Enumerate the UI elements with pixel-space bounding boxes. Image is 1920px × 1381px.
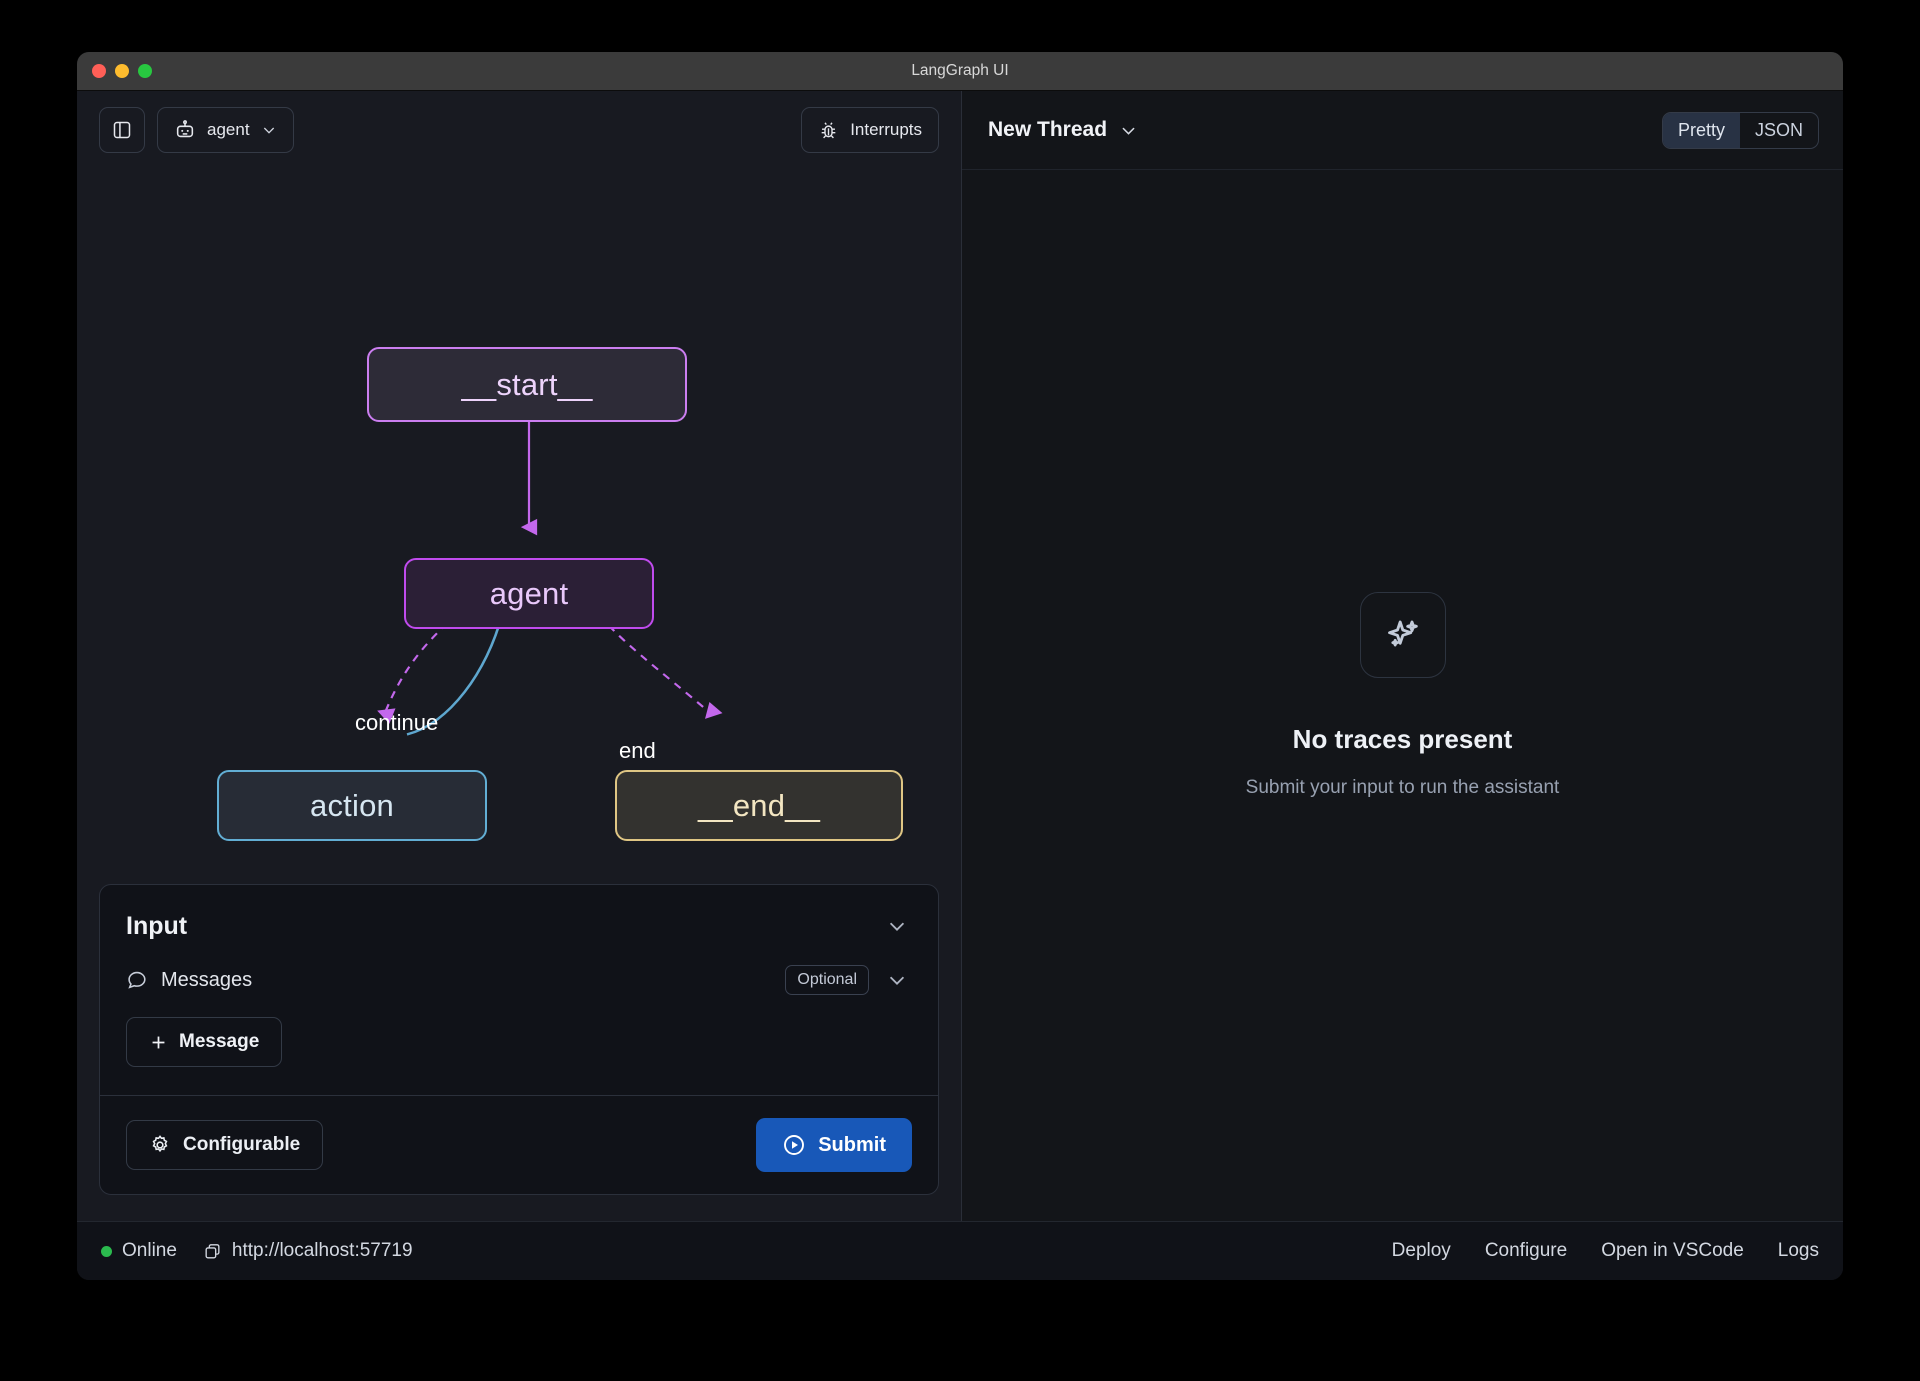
thread-selector-button[interactable]: New Thread — [986, 114, 1140, 146]
input-panel-footer: Configurable Submit — [100, 1095, 938, 1194]
body-split: agent — [77, 91, 1843, 1221]
panel-left-icon — [112, 120, 132, 140]
copy-icon[interactable] — [203, 1242, 222, 1261]
graph-node-action-label: action — [310, 787, 394, 823]
window-title: LangGraph UI — [911, 62, 1009, 79]
view-mode-pretty[interactable]: Pretty — [1662, 112, 1740, 148]
window-titlebar: LangGraph UI — [77, 52, 1843, 91]
empty-state-subtitle: Submit your input to run the assistant — [1245, 777, 1560, 798]
edge-action-to-agent — [406, 606, 515, 736]
graph-node-agent-label: agent — [489, 575, 569, 611]
graph-node-start-label: __start__ — [461, 366, 593, 402]
messages-field-label: Messages — [161, 968, 253, 991]
view-mode-toggle: Pretty JSON — [1661, 111, 1819, 149]
minimize-window-button[interactable] — [115, 64, 129, 78]
chevron-down-icon — [886, 915, 908, 937]
thread-label: New Thread — [988, 118, 1108, 141]
gear-icon — [149, 1134, 171, 1156]
chevron-down-icon — [261, 122, 277, 138]
assistant-label: agent — [207, 120, 250, 139]
empty-state-title: No traces present — [1292, 724, 1513, 754]
graph-node-start[interactable]: __start__ — [367, 347, 687, 422]
input-panel: Input Message — [99, 884, 939, 1195]
open-in-vscode-link[interactable]: Open in VSCode — [1601, 1240, 1744, 1261]
chevron-down-icon — [886, 969, 908, 991]
interrupts-button[interactable]: Interrupts — [801, 107, 939, 153]
optional-badge: Optional — [785, 965, 869, 995]
bug-icon — [818, 120, 839, 141]
configurable-label: Configurable — [183, 1134, 301, 1155]
submit-button[interactable]: Submit — [756, 1118, 912, 1172]
chevron-down-icon — [1119, 121, 1138, 140]
status-bar-right: Deploy Configure Open in VSCode Logs — [1392, 1240, 1819, 1262]
sparkles-icon — [1383, 615, 1423, 655]
online-status-label: Online — [122, 1240, 177, 1261]
right-toolbar: New Thread Pretty JSON — [962, 91, 1843, 170]
graph-canvas[interactable]: __start__ agent action __end__ continue … — [77, 169, 961, 884]
maximize-window-button[interactable] — [138, 64, 152, 78]
traffic-lights — [92, 64, 152, 78]
configure-link[interactable]: Configure — [1484, 1240, 1568, 1261]
submit-label: Submit — [818, 1133, 886, 1156]
messages-field-row: Messages Optional — [100, 941, 938, 995]
online-status: Online — [101, 1240, 177, 1262]
graph-node-agent[interactable]: agent — [404, 558, 654, 629]
graph-node-end[interactable]: __end__ — [615, 770, 903, 841]
plus-icon — [149, 1033, 168, 1052]
graph-node-end-label: __end__ — [697, 787, 821, 823]
interrupts-label: Interrupts — [850, 120, 922, 139]
view-mode-json[interactable]: JSON — [1740, 113, 1818, 148]
logs-link[interactable]: Logs — [1777, 1240, 1819, 1261]
status-bar-left: Online http://localhost:57719 — [101, 1240, 413, 1262]
message-circle-icon — [126, 969, 148, 991]
empty-state: No traces present Submit your input to r… — [962, 170, 1843, 1221]
add-message-wrapper: Message — [100, 995, 938, 1095]
server-url[interactable]: http://localhost:57719 — [203, 1240, 413, 1262]
server-url-label: http://localhost:57719 — [231, 1240, 413, 1261]
status-bar: Online http://localhost:57719 Deploy Con… — [77, 1221, 1843, 1280]
add-message-button[interactable]: Message — [126, 1017, 283, 1067]
left-pane: agent — [77, 91, 962, 1221]
input-panel-header: Input — [100, 885, 938, 941]
online-status-dot — [101, 1245, 112, 1257]
deploy-link[interactable]: Deploy — [1391, 1240, 1451, 1261]
configurable-button[interactable]: Configurable — [126, 1120, 324, 1170]
play-circle-icon — [782, 1133, 806, 1157]
right-pane: New Thread Pretty JSON — [962, 91, 1843, 1221]
graph-node-action[interactable]: action — [217, 770, 487, 841]
messages-collapse-button[interactable] — [882, 965, 912, 995]
app-window: LangGraph UI — [77, 52, 1843, 1280]
edge-label-end: end — [619, 738, 656, 763]
edge-agent-to-action — [377, 602, 470, 724]
input-panel-title: Input — [126, 911, 188, 940]
bot-icon — [174, 119, 196, 141]
sidebar-toggle-button[interactable] — [99, 107, 145, 153]
close-window-button[interactable] — [92, 64, 106, 78]
left-toolbar: agent — [77, 91, 961, 169]
sparkles-icon-box — [1359, 592, 1446, 678]
add-message-label: Message — [179, 1031, 260, 1052]
assistant-selector-button[interactable]: agent — [157, 107, 294, 153]
input-panel-collapse-button[interactable] — [882, 911, 912, 941]
edge-label-continue: continue — [355, 710, 439, 735]
